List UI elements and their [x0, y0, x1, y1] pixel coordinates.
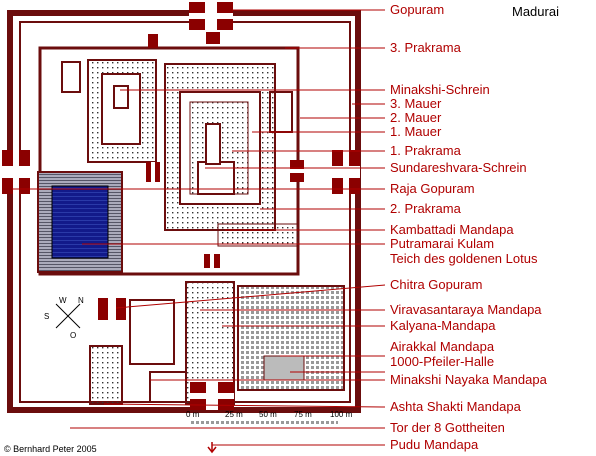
label-tausend-pfeiler: 1000-Pfeiler-Halle — [390, 354, 494, 369]
label-prakrama2: 2. Prakrama — [390, 201, 462, 216]
label-airakkal: Airakkal Mandapa — [390, 339, 495, 354]
compass: N W S O — [44, 296, 84, 340]
label-tor-gottheiten: Tor der 8 Gottheiten — [390, 420, 505, 435]
golden-lotus-tank — [37, 171, 123, 273]
label-sundareshvara: Sundareshvara-Schrein — [390, 160, 527, 175]
compass-west: W — [59, 296, 67, 305]
page-title: Madurai — [512, 4, 559, 19]
inner-complex — [38, 46, 300, 276]
label-minakshi-nayaka: Minakshi Nayaka Mandapa — [390, 372, 548, 387]
leader-lines — [12, 9, 386, 446]
gopuram-west — [2, 150, 30, 194]
scale-tick-50: 50 m — [259, 410, 277, 419]
scale-tick-0: 0 m — [186, 410, 200, 419]
label-prakrama3: 3. Prakrama — [390, 40, 462, 55]
scale-tick-100: 100 m — [330, 410, 353, 419]
label-teich: Teich des goldenen Lotus — [390, 251, 538, 266]
labels: Gopuram 3. Prakrama Minakshi-Schrein 3. … — [390, 2, 548, 452]
copyright: © Bernhard Peter 2005 — [4, 444, 97, 454]
gopuram-small-1 — [146, 162, 160, 182]
compass-east: O — [70, 331, 76, 340]
label-chitra-gopuram: Chitra Gopuram — [390, 277, 482, 292]
chitra-gopuram — [98, 298, 126, 320]
gopuram-north — [189, 2, 233, 30]
label-minakshi-schrein: Minakshi-Schrein — [390, 82, 490, 97]
label-mauer1: 1. Mauer — [390, 124, 442, 139]
label-pudu: Pudu Mandapa — [390, 437, 479, 452]
gopuram-small-3 — [204, 254, 220, 268]
label-kambattadi: Kambattadi Mandapa — [390, 222, 514, 237]
scale-tick-75: 75 m — [294, 410, 312, 419]
gopuram-small-5 — [148, 34, 158, 48]
label-kalyana: Kalyana-Mandapa — [390, 318, 496, 333]
label-gopuram: Gopuram — [390, 2, 444, 17]
label-ashta-shakti: Ashta Shakti Mandapa — [390, 399, 522, 414]
compass-north: N — [78, 296, 84, 305]
compass-south: S — [44, 312, 49, 321]
label-putramarai: Putramarai Kulam — [390, 236, 494, 251]
down-arrow-icon — [207, 442, 217, 454]
label-raja-gopuram: Raja Gopuram — [390, 181, 475, 196]
gopurams — [2, 2, 360, 410]
scale-bar: 0 m 25 m 50 m 75 m 100 m — [186, 410, 353, 424]
gopuram-east — [332, 150, 360, 194]
label-mauer3: 3. Mauer — [390, 96, 442, 111]
gopuram-small-2 — [290, 160, 304, 182]
label-mauer2: 2. Mauer — [390, 110, 442, 125]
label-viravasantaraya: Viravasantaraya Mandapa — [390, 302, 542, 317]
gopuram-small-4 — [206, 32, 220, 44]
label-prakrama1: 1. Prakrama — [390, 143, 462, 158]
scale-tick-25: 25 m — [225, 410, 243, 419]
